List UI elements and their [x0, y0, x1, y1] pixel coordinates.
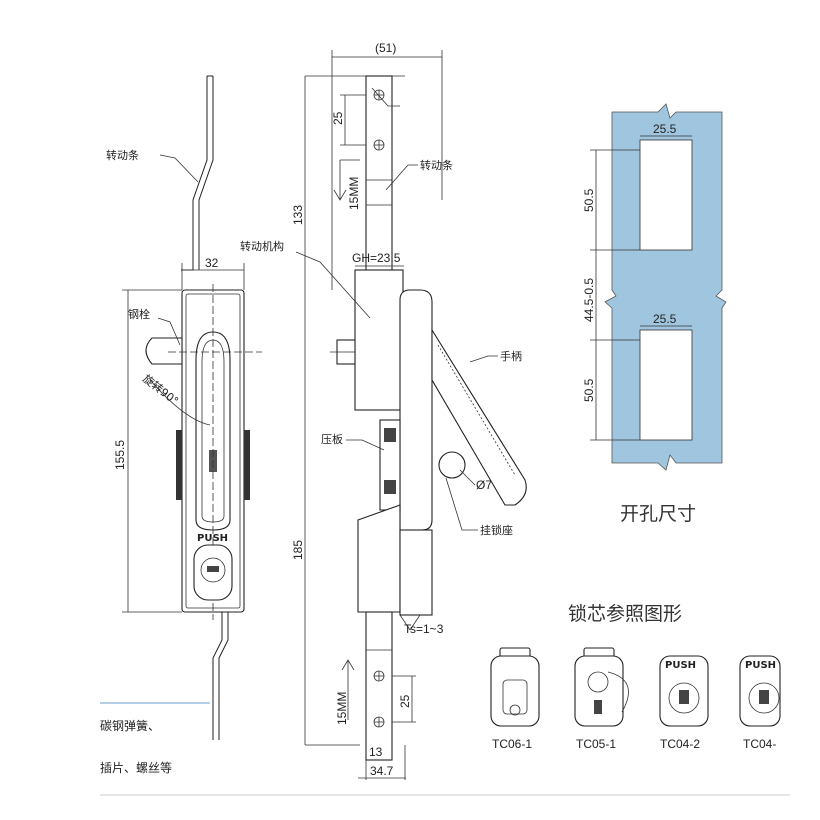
rotating-bar-top [365, 75, 393, 289]
dim-185: 185 [291, 540, 305, 560]
dim-ts: Ts=1~3 [404, 622, 444, 636]
label-rotating-bar-side: 转动条 [420, 158, 453, 172]
lock-core-tc04-2: PUSH TC04-2 [659, 655, 709, 751]
lock-core-tc05-1: TC05-1 [574, 647, 629, 751]
label-mechanism: 转动机构 [240, 239, 284, 253]
dim-25-top: 25 [331, 111, 345, 125]
push-text: PUSH [665, 660, 696, 671]
dim-phi7: Ø7 [476, 478, 492, 492]
dim-width-32: 32 [205, 256, 219, 270]
dim-133: 133 [291, 205, 305, 225]
label-bolt: 钢栓 [128, 307, 150, 321]
lock-cores-title: 锁芯参照图形 [568, 603, 682, 625]
label-handle: 手柄 [500, 349, 522, 363]
label-lock-seat: 挂锁座 [480, 523, 513, 537]
dim-15mm-bottom: 15MM [335, 692, 349, 725]
front-view: 转动条 32 钢栓 旋转90° PUSH [106, 75, 262, 740]
cutout-view: 25.5 25.5 50.5 44.5-0.5 50.5 开孔尺寸 [582, 103, 727, 525]
cutout-plate [604, 103, 727, 471]
rotating-bar-bottom [365, 611, 393, 761]
push-text: PUSH [197, 533, 228, 544]
note-line-1: 碳钢弹簧、 [100, 718, 160, 733]
dim-top-width-51: (51) [375, 41, 396, 55]
lower-plate [399, 529, 433, 616]
leader-rotating-bar [159, 154, 199, 183]
label-rotating-bar: 转动条 [106, 148, 139, 162]
dim-13: 13 [369, 745, 383, 759]
lower-housing [357, 504, 401, 613]
cutout-hole-bottom [639, 329, 693, 441]
handle [431, 328, 527, 506]
lock-core-code: TC06-1 [492, 737, 532, 751]
push-text: PUSH [745, 660, 776, 671]
left-hinge [176, 430, 182, 500]
cutout-width-bottom: 25.5 [653, 312, 677, 326]
dim-25-bottom: 25 [398, 694, 412, 708]
lock-core-code: TC04-2 [660, 737, 700, 751]
dim-34-7: 34.7 [370, 764, 394, 778]
rotating-mechanism [354, 269, 404, 411]
lock-cylinder [193, 544, 233, 601]
notes: 碳钢弹簧、 插片、螺丝等 [100, 702, 790, 796]
lock-core-code: TC05-1 [576, 737, 616, 751]
lock-core-tc06-1: TC06-1 [490, 647, 540, 751]
right-hinge [244, 430, 250, 500]
padlock-seat [438, 451, 466, 479]
door-plate [399, 289, 433, 531]
dim-15mm-top: 15MM [347, 177, 361, 210]
cutout-dim-44-5: 44.5-0.5 [582, 278, 596, 322]
lock-cores: 锁芯参照图形 TC06-1 TC05-1 PUSH TC04-2 [490, 603, 781, 751]
dim-gh-23-5: GH=23.5 [352, 251, 401, 265]
cutout-dim-50-5-bottom: 50.5 [582, 378, 596, 402]
cutout-dim-50-5-top: 50.5 [582, 188, 596, 212]
label-rotate-90: 旋转90° [140, 371, 181, 408]
label-plate: 压板 [321, 432, 343, 446]
dim-height-155-5: 155.5 [113, 440, 127, 470]
side-view: (51) 25 转动条 15MM 133 GH=23.5 [240, 41, 527, 780]
lock-core-code: TC04- [743, 737, 776, 751]
cutout-title: 开孔尺寸 [620, 503, 696, 525]
steel-bolt [145, 337, 183, 365]
cutout-width-top: 25.5 [653, 122, 677, 136]
note-line-2: 插片、螺丝等 [100, 761, 172, 775]
lock-core-tc04: PUSH TC04- [739, 655, 781, 751]
cutout-hole-top [639, 139, 693, 251]
